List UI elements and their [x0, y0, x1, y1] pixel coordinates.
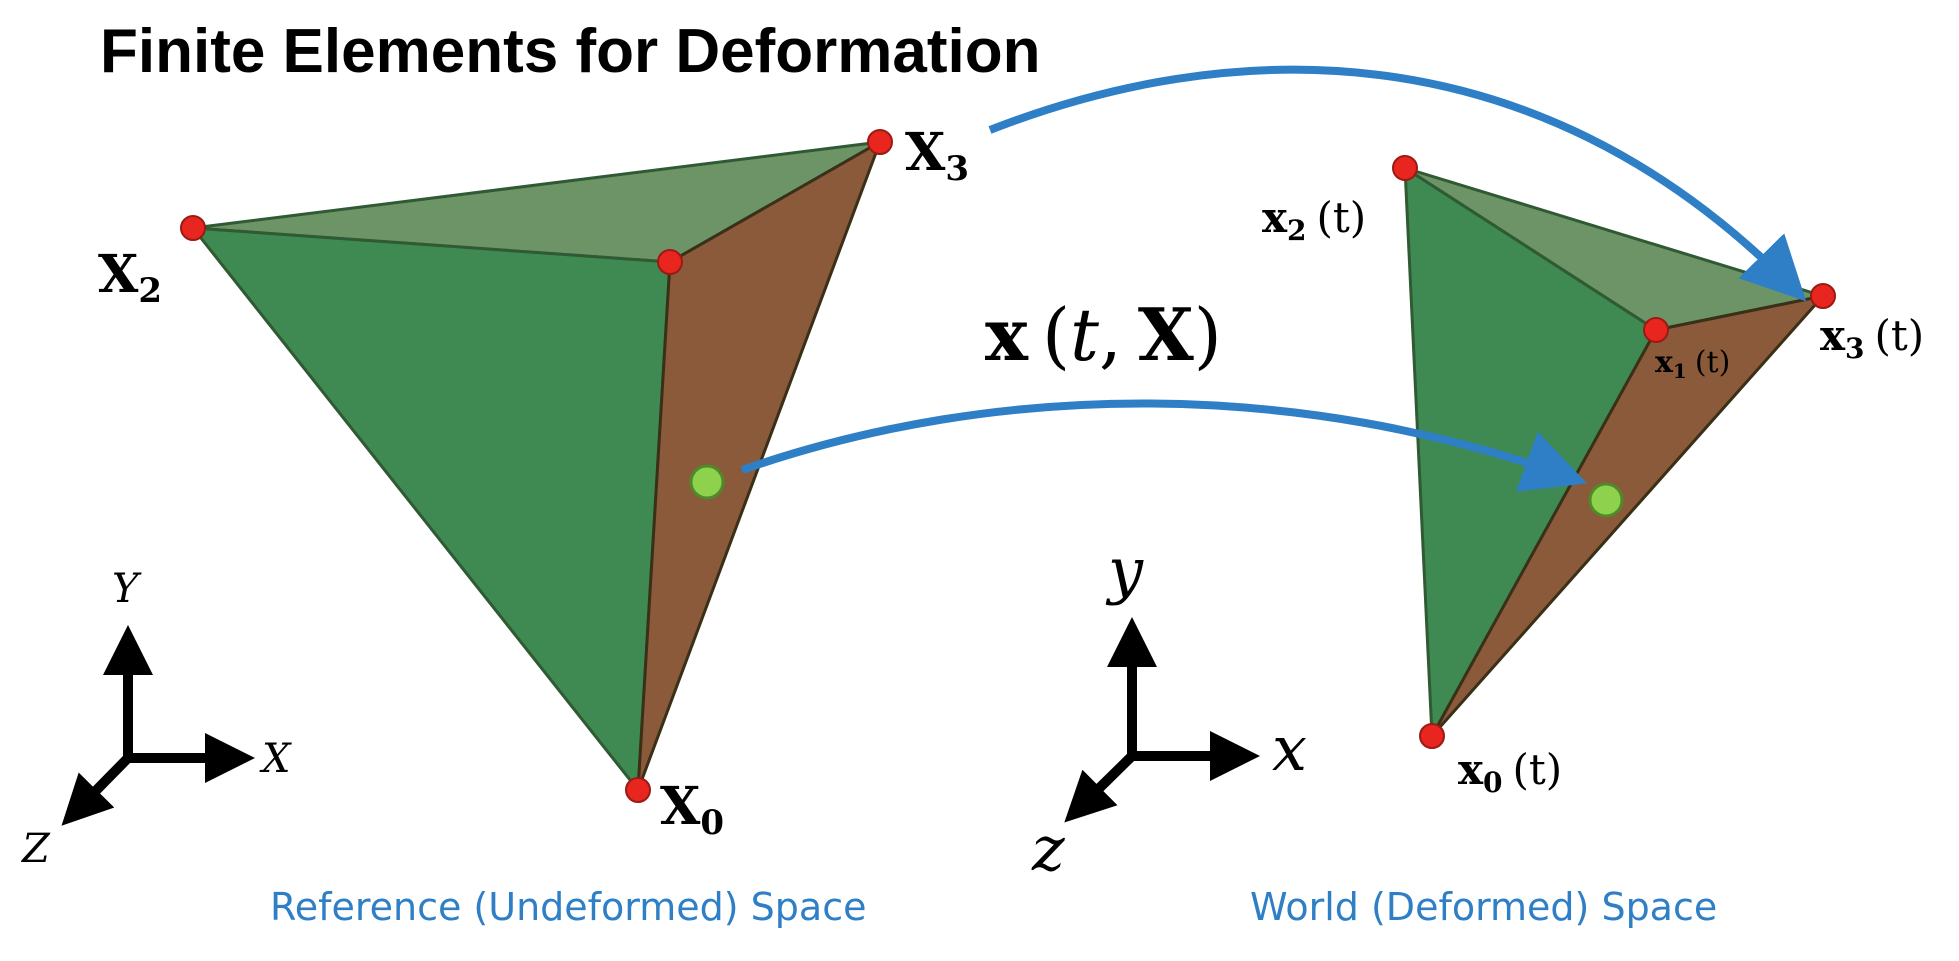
reference-tetrahedron — [180, 129, 893, 803]
label-x0: x0(t) — [1458, 745, 1562, 799]
world-space-caption: World (Deformed) Space — [1250, 885, 1717, 929]
vertex-X3 — [867, 129, 893, 155]
vertex-X1 — [657, 249, 683, 275]
reference-axis-x-label: X — [259, 736, 292, 782]
label-x2: x2(t) — [1262, 193, 1366, 247]
world-axis-z — [1064, 752, 1136, 823]
world-tetrahedron — [1392, 155, 1836, 749]
world-axes — [1064, 617, 1260, 823]
label-x1: x1(t) — [1655, 345, 1730, 383]
world-interior-point — [1588, 482, 1624, 518]
reference-axes — [61, 625, 255, 826]
reference-interior-point — [689, 464, 725, 500]
world-side-face — [1430, 293, 1828, 737]
label-X0: X0 — [660, 776, 724, 843]
reference-axis-z-label: Z — [20, 826, 51, 872]
vertex-x0 — [1419, 723, 1445, 749]
label-X3: X3 — [905, 122, 969, 189]
vertex-mapping-arrow — [988, 65, 1807, 302]
vertex-x1 — [1643, 317, 1669, 343]
reference-axis-z — [61, 754, 132, 826]
label-X2: X2 — [98, 244, 162, 311]
vertex-X0 — [625, 777, 651, 803]
reference-axis-y-label: Y — [112, 566, 142, 612]
world-axis-z-label: z — [1031, 812, 1065, 885]
page-title: Finite Elements for Deformation — [100, 17, 1040, 86]
label-x3: x3(t) — [1820, 311, 1924, 365]
reference-space-caption: Reference (Undeformed) Space — [270, 885, 866, 929]
world-axis-y-label: y — [1105, 534, 1144, 607]
vertex-X2 — [180, 215, 206, 241]
mapping-label: x(t,X) — [985, 292, 1222, 377]
world-axis-x-label: x — [1272, 712, 1307, 785]
point-mapping-arrow — [740, 399, 1588, 492]
reference-front-face — [189, 226, 672, 795]
vertex-x2 — [1392, 155, 1418, 181]
vertex-x3 — [1810, 283, 1836, 309]
